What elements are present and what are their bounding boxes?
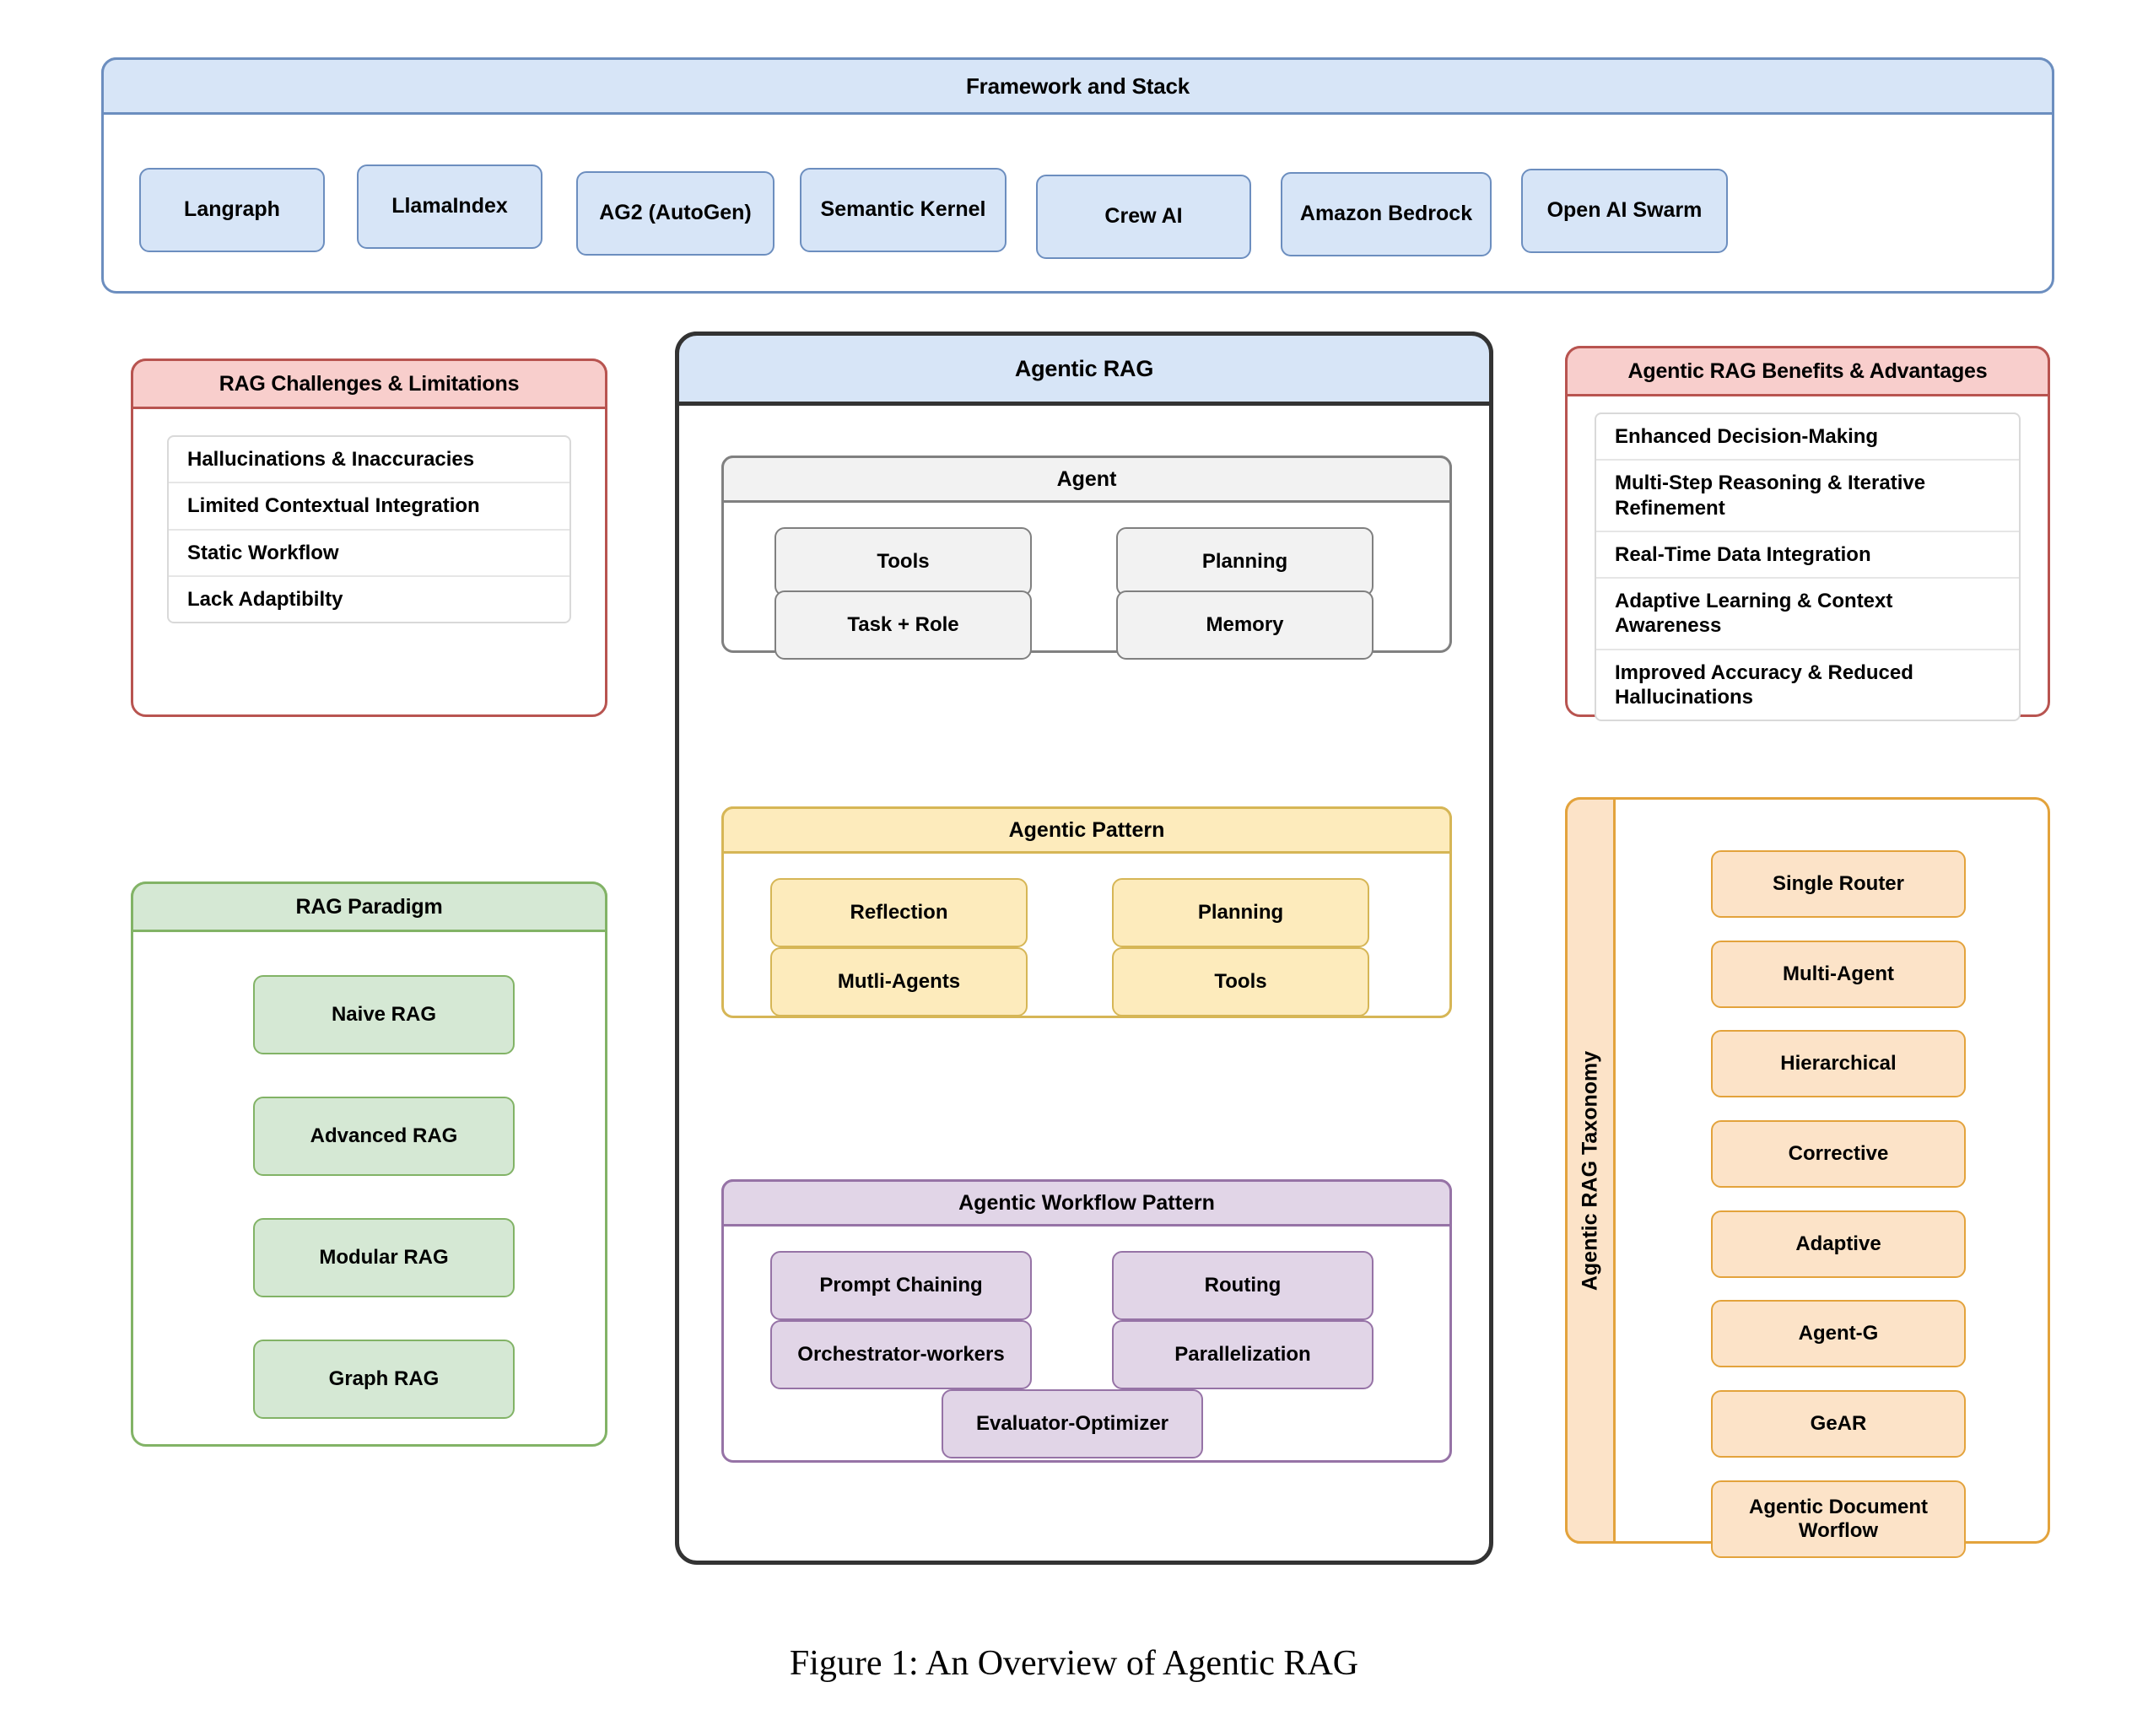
framework-item-llamaindex[interactable]: LlamaIndex (357, 164, 542, 249)
workflow-item-prompt-chaining[interactable]: Prompt Chaining (770, 1251, 1032, 1320)
agent-item-planning[interactable]: Planning (1116, 527, 1374, 596)
agentic-rag-panel: Agentic RAG Agent Tools Planning Task + … (675, 332, 1493, 1565)
taxonomy-label-strip: Agentic RAG Taxonomy (1565, 797, 1616, 1544)
taxonomy-item-gear[interactable]: GeAR (1711, 1390, 1966, 1458)
list-item: Adaptive Learning & Context Awareness (1596, 579, 2019, 650)
agentic-pattern-title: Agentic Pattern (721, 806, 1452, 854)
list-item: Limited Contextual Integration (169, 483, 569, 531)
taxonomy-item-single-router[interactable]: Single Router (1711, 850, 1966, 918)
paradigm-item-naive-rag[interactable]: Naive RAG (253, 975, 515, 1054)
taxonomy-item-hierarchical[interactable]: Hierarchical (1711, 1030, 1966, 1097)
pattern-item-reflection[interactable]: Reflection (770, 878, 1028, 947)
taxonomy-item-multi-agent[interactable]: Multi-Agent (1711, 941, 1966, 1008)
list-item: Lack Adaptibilty (187, 587, 343, 611)
rag-challenges-panel: RAG Challenges & Limitations Hallucinati… (131, 359, 607, 717)
agentic-workflow-title: Agentic Workflow Pattern (721, 1179, 1452, 1227)
list-item: Enhanced Decision-Making (1596, 414, 2019, 461)
rag-paradigm-panel: RAG Paradigm Naive RAG Advanced RAG Modu… (131, 881, 607, 1447)
framework-and-stack-title: Framework and Stack (101, 57, 2054, 115)
agent-item-task-role[interactable]: Task + Role (774, 590, 1032, 660)
rag-challenges-list: Hallucinations & Inaccuracies Limited Co… (167, 435, 571, 624)
agent-subpanel-title: Agent (721, 456, 1452, 503)
rag-challenges-title: RAG Challenges & Limitations (131, 359, 607, 409)
agentic-pattern-subpanel: Agentic Pattern Reflection Planning Mutl… (721, 806, 1452, 1018)
workflow-item-evaluator-optimizer[interactable]: Evaluator-Optimizer (942, 1389, 1203, 1458)
workflow-item-parallelization[interactable]: Parallelization (1112, 1320, 1374, 1389)
paradigm-item-modular-rag[interactable]: Modular RAG (253, 1218, 515, 1297)
framework-item-amazon-bedrock[interactable]: Amazon Bedrock (1281, 172, 1492, 256)
framework-item-open-ai-swarm[interactable]: Open AI Swarm (1521, 169, 1728, 253)
pattern-item-tools[interactable]: Tools (1112, 947, 1369, 1016)
paradigm-item-graph-rag[interactable]: Graph RAG (253, 1340, 515, 1419)
taxonomy-item-adaptive[interactable]: Adaptive (1711, 1210, 1966, 1278)
list-item: Multi-Step Reasoning & Iterative Refinem… (1596, 461, 2019, 532)
agentic-rag-taxonomy-panel: Agentic RAG Taxonomy Single Router Multi… (1565, 797, 2050, 1558)
rag-paradigm-title: RAG Paradigm (131, 881, 607, 932)
list-item: Static Workflow (169, 531, 569, 577)
framework-item-crew-ai[interactable]: Crew AI (1036, 175, 1251, 259)
agentic-rag-benefits-list: Enhanced Decision-Making Multi-Step Reas… (1595, 412, 2021, 722)
framework-item-semantic-kernel[interactable]: Semantic Kernel (800, 168, 1007, 252)
pattern-item-multi-agents[interactable]: Mutli-Agents (770, 947, 1028, 1016)
list-item: Hallucinations & Inaccuracies (169, 437, 569, 484)
paradigm-item-advanced-rag[interactable]: Advanced RAG (253, 1097, 515, 1176)
workflow-item-orchestrator-workers[interactable]: Orchestrator-workers (770, 1320, 1032, 1389)
agentic-rag-benefits-panel: Agentic RAG Benefits & Advantages Enhanc… (1565, 346, 2050, 722)
agent-item-memory[interactable]: Memory (1116, 590, 1374, 660)
taxonomy-item-agent-g[interactable]: Agent-G (1711, 1300, 1966, 1367)
agent-item-tools[interactable]: Tools (774, 527, 1032, 596)
framework-item-langraph[interactable]: Langraph (139, 168, 325, 252)
workflow-item-routing[interactable]: Routing (1112, 1251, 1374, 1320)
figure-caption: Figure 1: An Overview of Agentic RAG (789, 1644, 1359, 1683)
framework-and-stack-panel: Framework and Stack Langraph LlamaIndex … (101, 57, 2054, 294)
agent-subpanel: Agent Tools Planning Task + Role Memory (721, 456, 1452, 660)
pattern-item-planning[interactable]: Planning (1112, 878, 1369, 947)
taxonomy-item-agentic-document-worflow[interactable]: Agentic Document Worflow (1711, 1480, 1966, 1558)
agentic-rag-benefits-title: Agentic RAG Benefits & Advantages (1565, 346, 2050, 396)
taxonomy-item-corrective[interactable]: Corrective (1711, 1120, 1966, 1188)
agentic-rag-title: Agentic RAG (675, 332, 1493, 406)
framework-item-ag2-autogen[interactable]: AG2 (AutoGen) (576, 171, 774, 256)
list-item: Improved Accuracy & Reduced Hallucinatio… (1615, 660, 1913, 709)
list-item: Real-Time Data Integration (1596, 532, 2019, 580)
agentic-rag-taxonomy-title: Agentic RAG Taxonomy (1578, 1050, 1602, 1291)
agentic-workflow-subpanel: Agentic Workflow Pattern Prompt Chaining… (721, 1179, 1452, 1463)
